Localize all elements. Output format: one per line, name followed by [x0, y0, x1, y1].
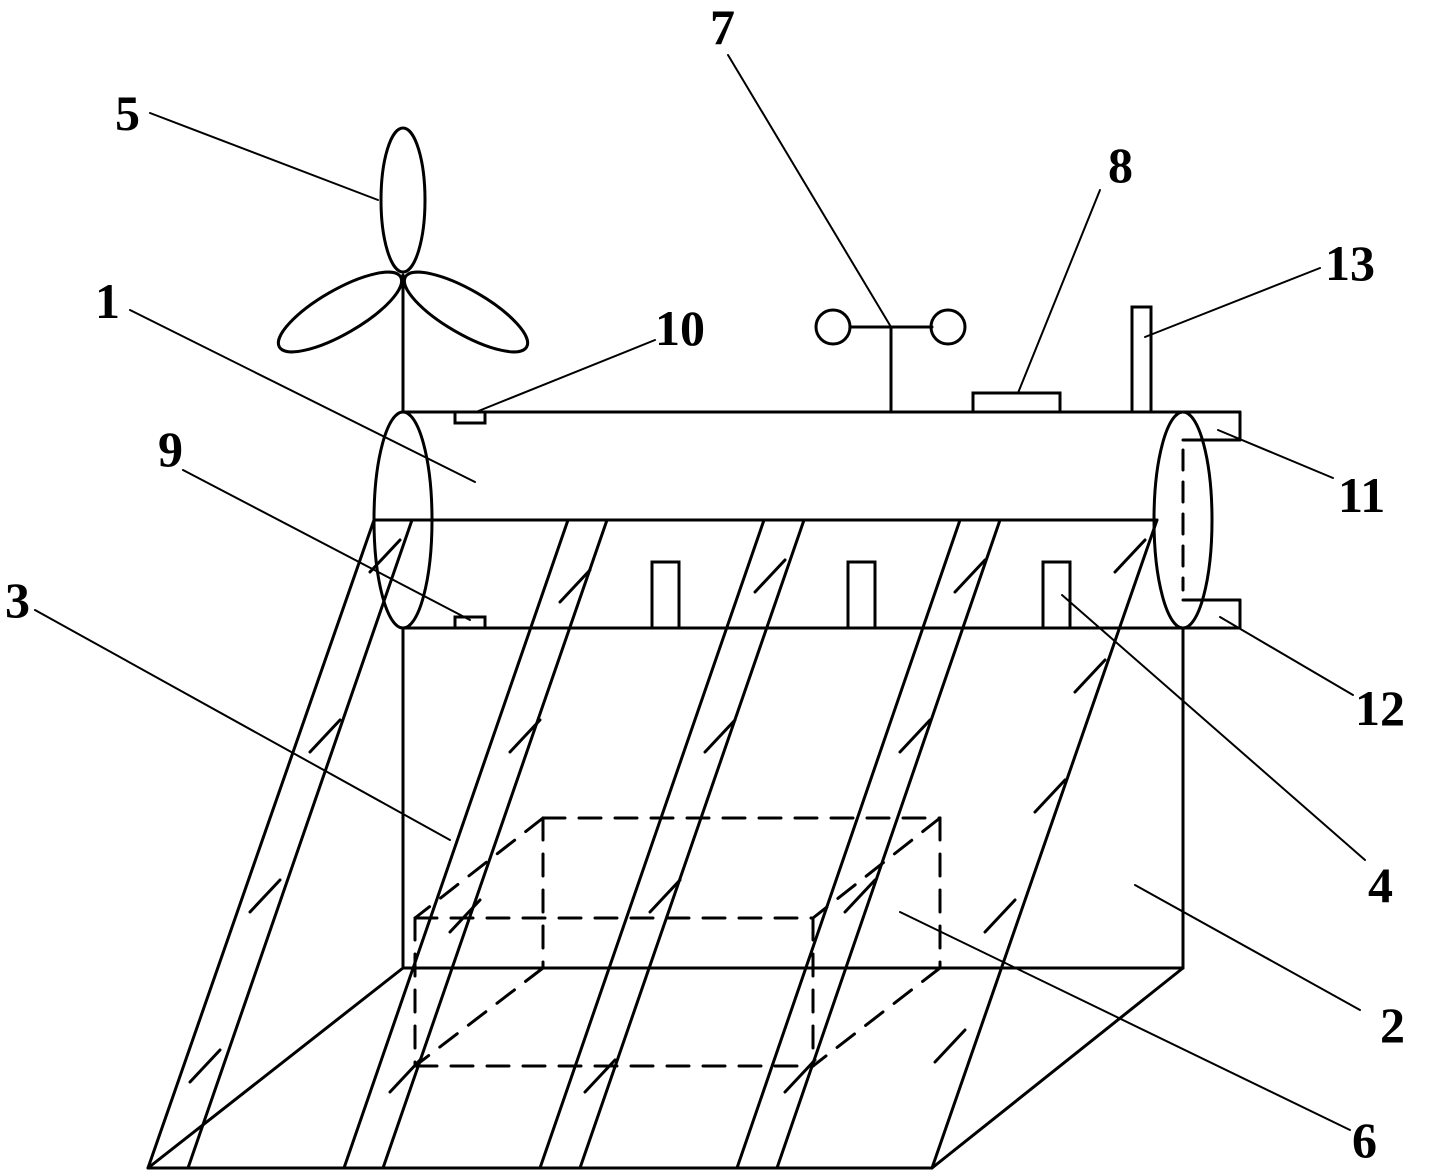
bottom-port	[455, 617, 485, 628]
sensor-block	[973, 393, 1060, 412]
wind-turbine	[268, 128, 537, 412]
vertical-rod	[1132, 307, 1151, 412]
label-2: 2	[1380, 997, 1405, 1053]
label-12: 12	[1355, 680, 1405, 736]
label-1: 1	[95, 273, 120, 329]
label-9: 9	[158, 421, 183, 477]
label-10: 10	[655, 300, 705, 356]
number-labels: 1 2 3 4 5 6 7 8 9 10 11 12 13	[5, 0, 1405, 1168]
label-5: 5	[115, 85, 140, 141]
label-8: 8	[1108, 137, 1133, 193]
box-body	[148, 628, 1183, 1168]
cylinder-posts	[652, 562, 1070, 628]
label-13: 13	[1325, 235, 1375, 291]
inner-battery-box	[415, 818, 940, 1066]
label-7: 7	[710, 0, 735, 55]
label-3: 3	[5, 572, 30, 628]
label-11: 11	[1338, 467, 1385, 523]
top-port	[455, 412, 485, 423]
label-6: 6	[1352, 1112, 1377, 1168]
label-4: 4	[1368, 857, 1393, 913]
